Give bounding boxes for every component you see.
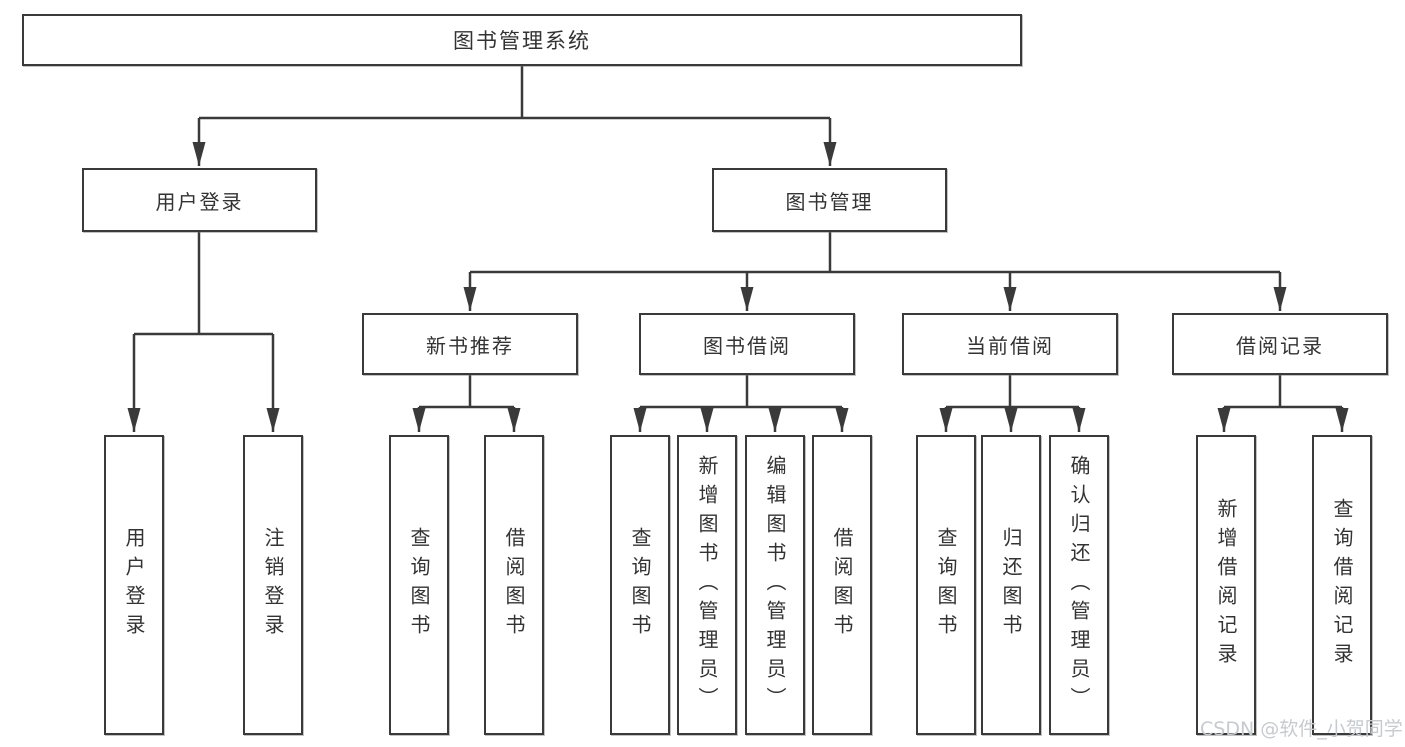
connector-borrow-records	[1217, 375, 1349, 432]
node-user-login: 用户登录	[82, 168, 317, 232]
connector-book-borrow	[633, 375, 849, 432]
leaf-nb-query-books: 查询图书	[389, 435, 449, 735]
node-book-management: 图书管理	[712, 168, 947, 232]
connector-user-login	[127, 232, 280, 432]
connector-book-management	[463, 232, 1287, 311]
leaf-bb-add-books-admin: 新增图书（管理员）	[677, 435, 737, 735]
node-current-borrowing: 当前借阅	[902, 313, 1118, 375]
csdn-watermark: CSDN @软件_小贺同学	[1200, 718, 1403, 740]
leaf-nb-borrow-books: 借阅图书	[484, 435, 544, 735]
leaf-cb-return-books: 归还图书	[981, 435, 1041, 735]
node-borrowing-records: 借阅记录	[1172, 313, 1388, 375]
leaf-cb-confirm-return-admin: 确认归还（管理员）	[1049, 435, 1109, 735]
connector-current-borrow	[939, 375, 1086, 432]
leaf-user-login: 用户登录	[104, 435, 164, 735]
leaf-br-query-borrow-record: 查询借阅记录	[1312, 435, 1372, 735]
leaf-logout: 注销登录	[243, 435, 303, 735]
connector-new-book-recommend	[412, 375, 521, 432]
leaf-bb-query-books: 查询图书	[610, 435, 670, 735]
node-new-book-recommendation: 新书推荐	[362, 313, 578, 375]
leaf-bb-borrow-books: 借阅图书	[812, 435, 872, 735]
leaf-br-add-borrow-record: 新增借阅记录	[1196, 435, 1256, 735]
node-root: 图书管理系统	[22, 14, 1022, 66]
leaf-cb-query-books: 查询图书	[916, 435, 976, 735]
connector-root	[192, 66, 837, 166]
node-book-borrowing: 图书借阅	[639, 313, 855, 375]
leaf-bb-edit-books-admin: 编辑图书（管理员）	[745, 435, 805, 735]
